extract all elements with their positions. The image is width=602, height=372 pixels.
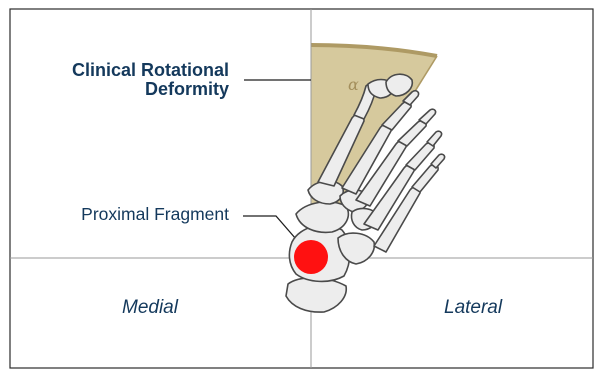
fragment-marker-icon — [294, 240, 328, 274]
foot-skeleton-icon — [286, 74, 445, 312]
medial-label: Medial — [122, 298, 178, 318]
proximal-fragment-label: Proximal Fragment — [81, 205, 229, 223]
lateral-label: Lateral — [444, 298, 502, 318]
clinical-rotational-deformity-label: Clinical Rotational Deformity — [72, 61, 229, 99]
title-line-1: Clinical Rotational — [72, 61, 229, 80]
angle-alpha-label: α — [348, 75, 359, 94]
title-line-2: Deformity — [72, 80, 229, 99]
